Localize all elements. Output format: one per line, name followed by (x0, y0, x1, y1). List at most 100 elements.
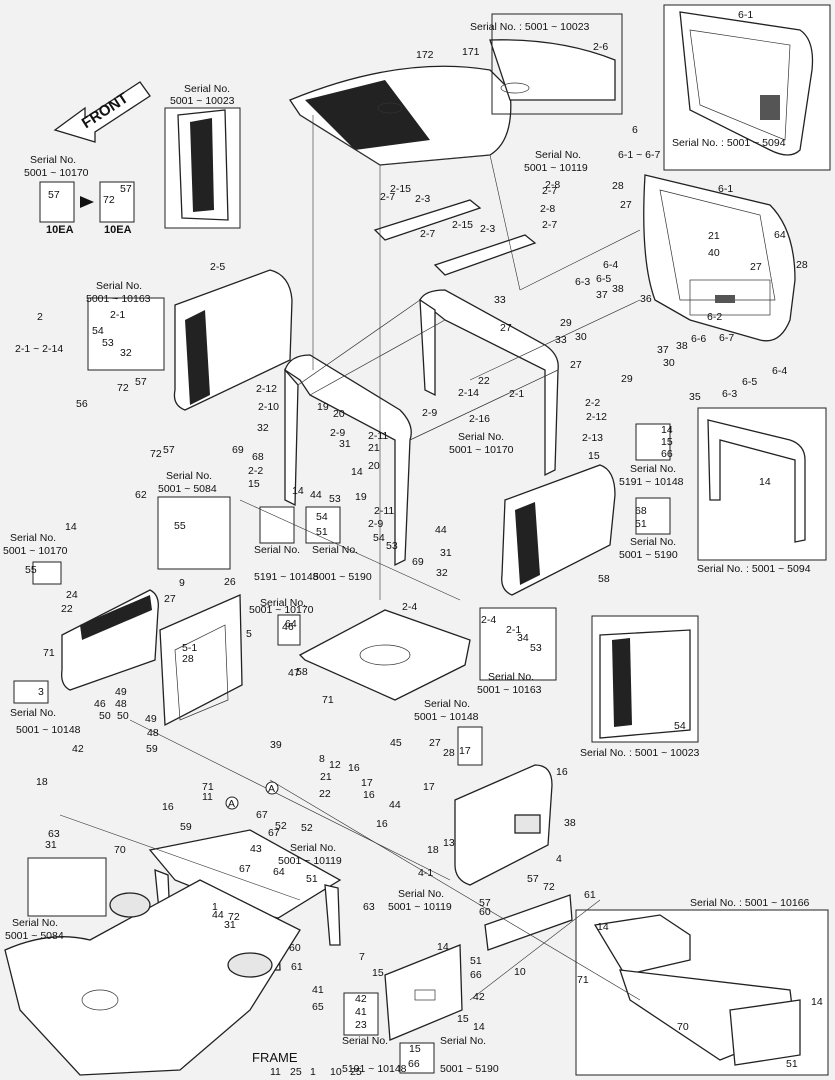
callout-79: 2-2 (585, 397, 600, 409)
callout-12: 2-7 (380, 191, 395, 203)
callout-97: 2-11 (374, 505, 394, 517)
callout-7: 57 (48, 189, 60, 201)
callout-6: 2-5 (210, 261, 225, 273)
callout-31: 37 (596, 289, 608, 301)
callout-73: 21 (368, 442, 380, 454)
callout-195: 51 (470, 955, 482, 967)
callout-8: 72 (103, 194, 115, 206)
callout-169: 44 (389, 799, 401, 811)
callout-147: 21 (320, 771, 332, 783)
callout-45: 56 (76, 398, 88, 410)
serial-grp-e-l2: 5191 ~ 10148 (619, 476, 684, 488)
callout-71: 31 (339, 438, 351, 450)
side-cover (501, 464, 699, 743)
base-frame-box (575, 909, 829, 1076)
callout-98: 2-9 (368, 518, 383, 530)
callout-189: 61 (584, 889, 596, 901)
callout-177: 4-1 (418, 867, 433, 879)
callout-165: 43 (250, 843, 262, 855)
callout-135: 42 (72, 743, 84, 755)
rear-cover-box (663, 4, 831, 171)
serial-bolt-b-l1: Serial No. (10, 532, 56, 544)
callout-144: 12 (329, 759, 341, 771)
callout-136: 46 (282, 621, 294, 633)
callout-170: 17 (423, 781, 435, 793)
callout-140: 39 (270, 739, 282, 751)
callout-60: 6-3 (722, 388, 737, 400)
callout-164: 67 (268, 827, 280, 839)
serial-base-frame: Serial No. : 5001 ~ 10166 (690, 897, 810, 909)
callout-211: 51 (786, 1058, 798, 1070)
callout-39: 2-1 (110, 309, 125, 321)
callout-167: 67 (239, 863, 251, 875)
serial-grp-g-l1: Serial No. (260, 597, 306, 609)
cab-frame (284, 289, 559, 567)
callout-0: 2-6 (593, 41, 608, 53)
callout-91: 53 (329, 493, 341, 505)
callout-123: 34 (517, 632, 529, 644)
callout-52: 30 (575, 331, 587, 343)
callout-190: 60 (289, 942, 301, 954)
callout-184: 72 (228, 911, 240, 923)
serial-grp-f-l2: 5001 ~ 5190 (619, 549, 678, 561)
callout-5: 6-1 ~ 6-7 (618, 149, 660, 161)
callout-107: 14 (65, 521, 77, 533)
callout-22: 6-1 (718, 183, 733, 195)
callout-95: 20 (368, 460, 380, 472)
callout-113: 9 (179, 577, 185, 589)
serial-grp-b-l1: Serial No. (458, 431, 504, 443)
callout-2: 171 (462, 46, 480, 58)
callout-1: 172 (416, 49, 434, 61)
serial-grp-l-l1: Serial No. (254, 544, 300, 556)
rear-cover-main (643, 174, 796, 342)
callout-161: A (268, 783, 275, 795)
callout-209: 71 (577, 974, 589, 986)
callout-17: 2-15 (452, 219, 473, 231)
callout-3: 6-1 (738, 9, 753, 21)
serial-grp-l-l2: 5191 ~ 10148 (254, 571, 319, 583)
serial-bolt-a-l1: Serial No. (30, 154, 76, 166)
callout-208: 14 (597, 921, 609, 933)
callout-50: 27 (500, 322, 512, 334)
floor-plate (298, 609, 471, 701)
callout-173: 13 (443, 837, 455, 849)
callout-25: 40 (708, 247, 720, 259)
callout-158: 71 (202, 781, 214, 793)
callout-172: 18 (427, 844, 439, 856)
callout-80: 2-12 (586, 411, 607, 423)
serial-sp-l2: 5001 ~ 10023 (170, 95, 235, 107)
callout-15: 2-8 (540, 203, 555, 215)
callout-35: 6-6 (691, 333, 706, 345)
callout-circle-161 (265, 781, 279, 795)
callout-102: 69 (412, 556, 424, 568)
callout-166: 52 (301, 822, 313, 834)
machine-frame (4, 879, 301, 1076)
callout-149: 27 (429, 737, 441, 749)
callout-23: 21 (708, 230, 720, 242)
callout-62: 35 (689, 391, 701, 403)
callout-29: 6-5 (596, 273, 611, 285)
callout-38: 2-1 ~ 2-14 (15, 343, 63, 355)
callout-194: 14 (437, 941, 449, 953)
callout-81: 2-13 (582, 432, 603, 444)
callout-119: 64 (285, 618, 297, 630)
callout-82: 15 (588, 450, 600, 462)
serial-bracket-b-l1: Serial No. (166, 470, 212, 482)
callout-30: 6-3 (575, 276, 590, 288)
callout-155: 63 (48, 828, 60, 840)
serial-sp-l1: Serial No. (184, 83, 230, 95)
callout-93: 51 (316, 526, 328, 538)
callout-129: 50 (99, 710, 111, 722)
serial-grp-f-l1: Serial No. (630, 536, 676, 548)
callout-192: 7 (359, 951, 365, 963)
callout-132: 50 (117, 710, 129, 722)
callout-182: 44 (212, 909, 224, 921)
callout-178: 64 (273, 866, 285, 878)
callout-105: 68 (635, 505, 647, 517)
callout-83: 14 (661, 424, 673, 436)
callout-117: 28 (182, 653, 194, 665)
serial-rear-cover: Serial No. : 5001 ~ 5094 (672, 137, 786, 149)
callout-65: 19 (317, 401, 329, 413)
cover-7 (484, 894, 573, 951)
callout-217: 25 (350, 1066, 362, 1078)
